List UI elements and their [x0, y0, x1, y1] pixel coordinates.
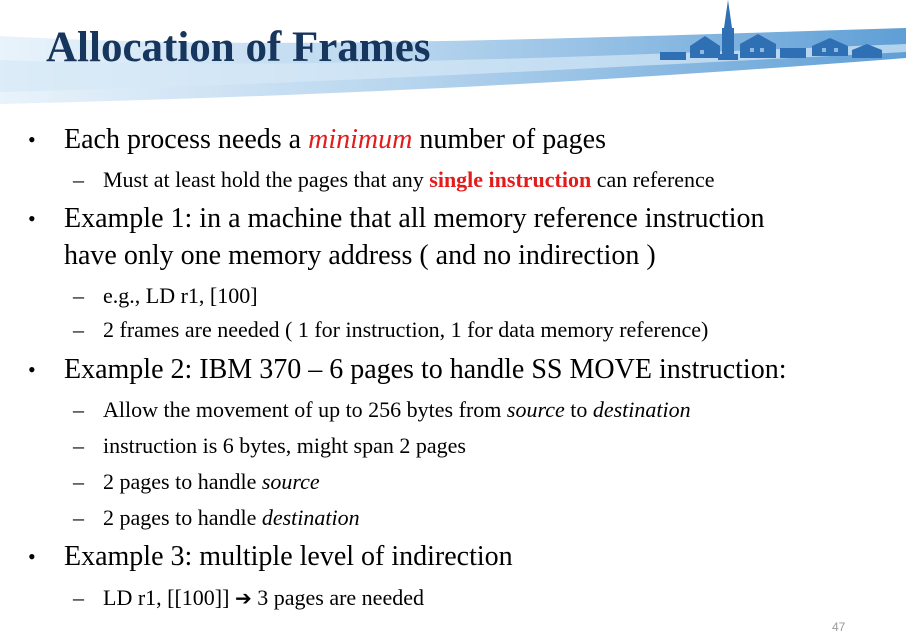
bullet-2: • Example 1: in a machine that all memor… [28, 201, 765, 237]
bullet-2-line-1: Example 1: in a machine that all memory … [64, 203, 765, 234]
bullet-2-line-2: have only one memory address ( and no in… [64, 240, 656, 271]
sub-3-4-emphasis: destination [261, 505, 360, 530]
right-arrow-icon: ➔ [234, 586, 252, 610]
sub-2-2-text: 2 frames are needed ( 1 for instruction,… [103, 317, 709, 342]
sub-bullet-2-1: – e.g., LD r1, [100] [73, 281, 258, 311]
bullet-4: • Example 3: multiple level of indirecti… [28, 539, 513, 575]
bullet-2-continuation: have only one memory address ( and no in… [64, 238, 656, 274]
bullet-3-text: Example 2: IBM 370 – 6 pages to handle S… [64, 354, 787, 385]
sub-1-1-emphasis: single instruction [429, 167, 592, 192]
bullet-1-emphasis: minimum [308, 124, 413, 155]
sub-bullet-dash: – [73, 505, 84, 530]
sub-3-2-text: instruction is 6 bytes, might span 2 pag… [103, 433, 466, 458]
sub-4-1-text-start: LD r1, [[100]] [103, 585, 235, 610]
page-number: 47 [832, 620, 846, 631]
sub-bullet-3-1: – Allow the movement of up to 256 bytes … [73, 395, 691, 425]
sub-bullet-2-2: – 2 frames are needed ( 1 for instructio… [73, 315, 709, 345]
bullet-1-text-end: number of pages [412, 124, 606, 155]
sub-bullet-dash: – [73, 283, 84, 308]
bullet-dot: • [28, 127, 36, 152]
sub-bullet-3-2: – instruction is 6 bytes, might span 2 p… [73, 431, 466, 461]
sub-bullet-1-1: – Must at least hold the pages that any … [73, 165, 715, 195]
village-silhouette-icon [660, 0, 882, 60]
header-banner [0, 0, 906, 120]
sub-3-1-source: source [506, 397, 565, 422]
bullet-dot: • [28, 544, 36, 569]
sub-bullet-3-4: – 2 pages to handle destination [73, 503, 360, 533]
sub-bullet-dash: – [73, 585, 84, 610]
bullet-dot: • [28, 357, 36, 382]
sub-bullet-dash: – [73, 397, 84, 422]
sub-bullet-dash: – [73, 433, 84, 458]
sub-1-1-text-end: can reference [591, 167, 715, 192]
sub-4-1-text-end: 3 pages are needed [251, 585, 424, 610]
bullet-1: • Each process needs a minimum number of… [28, 122, 606, 158]
sub-bullet-4-1: – LD r1, [[100]] ➔ 3 pages are needed [73, 583, 424, 613]
sub-bullet-dash: – [73, 469, 84, 494]
sub-3-4-text: 2 pages to handle [103, 505, 262, 530]
sub-3-1-destination: destination [592, 397, 691, 422]
sub-bullet-3-3: – 2 pages to handle source [73, 467, 320, 497]
sub-bullet-dash: – [73, 317, 84, 342]
bullet-dot: • [28, 206, 36, 231]
sub-3-3-text: 2 pages to handle [103, 469, 262, 494]
bullet-4-text: Example 3: multiple level of indirection [64, 541, 513, 572]
sub-1-1-text-start: Must at least hold the pages that any [103, 167, 430, 192]
slide-title: Allocation of Frames [46, 24, 431, 71]
sub-bullet-dash: – [73, 167, 84, 192]
sub-3-1-text-mid: to [564, 397, 593, 422]
sub-3-3-emphasis: source [261, 469, 320, 494]
village-detail-icon [700, 48, 838, 54]
bullet-3: • Example 2: IBM 370 – 6 pages to handle… [28, 352, 787, 388]
bullet-1-text-start: Each process needs a [64, 124, 309, 155]
sub-2-1-text: e.g., LD r1, [100] [103, 283, 258, 308]
sub-3-1-text-start: Allow the movement of up to 256 bytes fr… [103, 397, 507, 422]
